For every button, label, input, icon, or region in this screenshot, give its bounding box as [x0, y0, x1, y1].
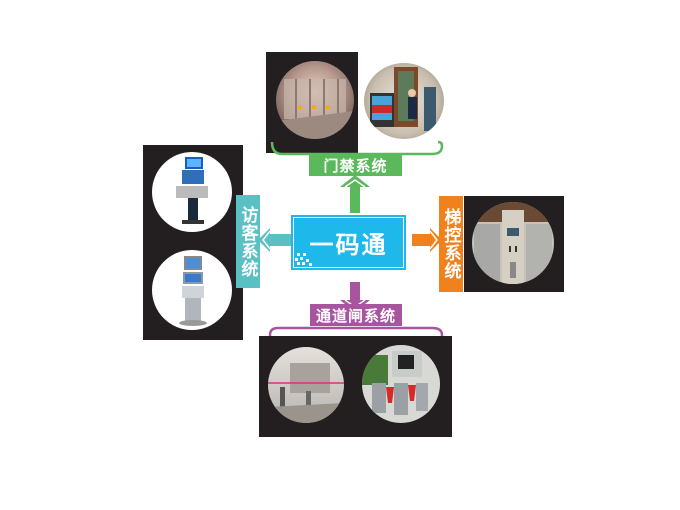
outdoor-flap-barrier-icon: [362, 345, 440, 423]
visitor-terminal-icon: [152, 250, 232, 330]
access-gate-with-person-icon: [364, 63, 444, 139]
pixel-pattern-icon: [295, 253, 312, 266]
arrow-up-icon: [340, 175, 370, 213]
indoor-turnstile-icon: [268, 347, 344, 423]
center-hub-box: 一码通: [291, 215, 406, 270]
visitor-system-label: 访客系统: [236, 195, 260, 288]
arrow-left-icon: [258, 228, 294, 252]
elevator-lobby-icon: [472, 202, 554, 284]
access-bracket-line: [270, 140, 444, 156]
arrow-right-icon: [412, 228, 442, 252]
elevator-system-label: 梯控系统: [439, 196, 463, 292]
access-system-label: 门禁系统: [309, 154, 402, 176]
turnstile-system-label: 通道闸系统: [310, 304, 402, 326]
center-hub-label: 一码通: [309, 231, 388, 259]
glass-door-corridor-icon: [276, 61, 354, 139]
visitor-kiosk-icon: [152, 152, 232, 232]
